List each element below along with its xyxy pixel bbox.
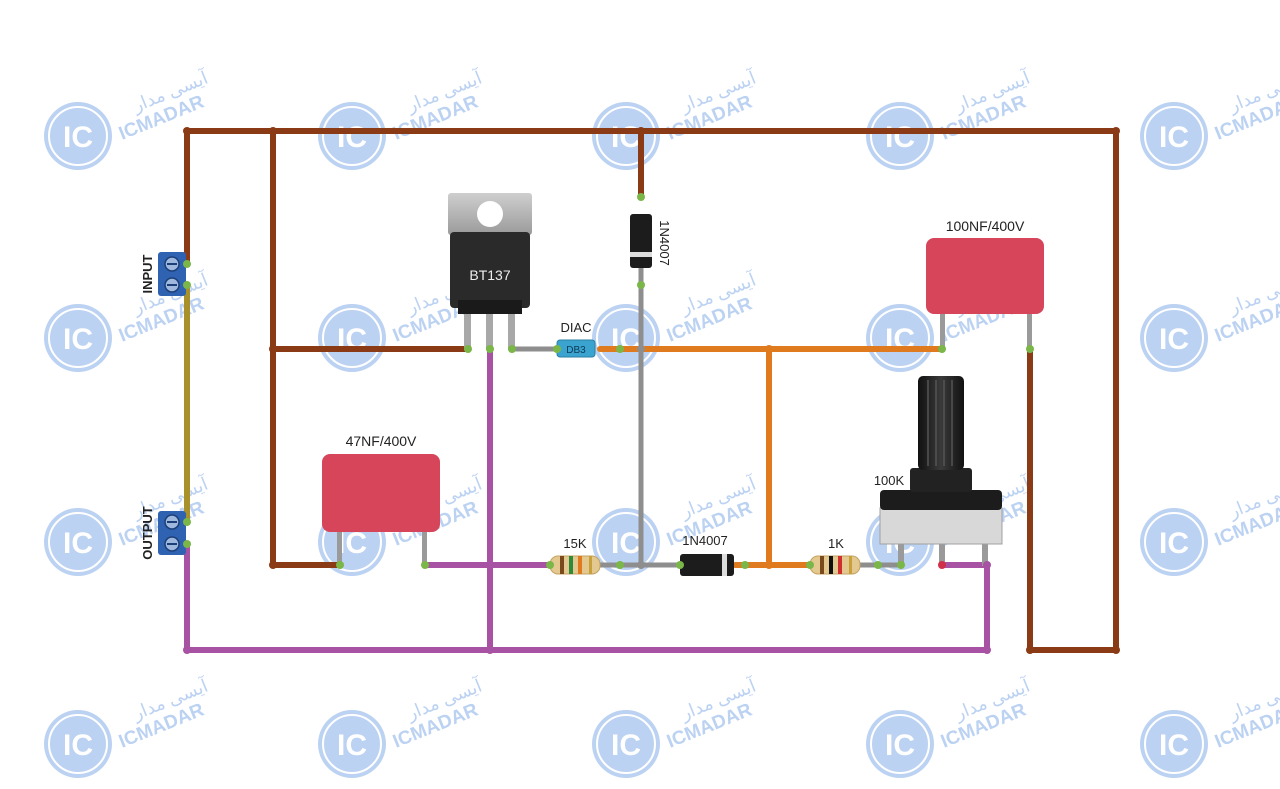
terminal-block-output[interactable]: OUTPUT bbox=[140, 506, 186, 560]
watermark-logo-text: IC bbox=[885, 121, 915, 154]
watermark-logo-text: IC bbox=[337, 729, 367, 762]
input-label: INPUT bbox=[140, 254, 155, 293]
watermark-logo-text: IC bbox=[63, 323, 93, 356]
ic-logo-icon bbox=[44, 710, 112, 778]
triac-label: BT137 bbox=[469, 267, 510, 283]
pot-label: 100K bbox=[874, 473, 905, 488]
ic-logo-icon bbox=[592, 710, 660, 778]
triac-bt137[interactable]: BT137 bbox=[448, 193, 532, 350]
resistor-1k[interactable]: 1K bbox=[809, 536, 861, 575]
output-label: OUTPUT bbox=[140, 506, 155, 560]
capacitor-body bbox=[926, 238, 1044, 314]
watermark-logo-text: IC bbox=[63, 527, 93, 560]
diode-top-label: 1N4007 bbox=[657, 220, 672, 266]
pot-knob bbox=[918, 376, 964, 470]
ic-logo-icon bbox=[318, 710, 386, 778]
pot-bushing bbox=[880, 490, 1002, 510]
resistor-body bbox=[549, 555, 601, 575]
diac-body-label: DB3 bbox=[566, 345, 586, 356]
ic-logo-icon bbox=[866, 710, 934, 778]
ic-logo-icon bbox=[1140, 304, 1208, 372]
ic-logo-icon bbox=[1140, 102, 1208, 170]
capacitor-47nf[interactable]: 47NF/400V bbox=[322, 433, 440, 566]
diode-bottom-label: 1N4007 bbox=[682, 533, 728, 548]
potentiometer-100k[interactable]: 100K bbox=[874, 376, 1003, 566]
watermark-logo-text: IC bbox=[1159, 121, 1189, 154]
terminal-block-input[interactable]: INPUT bbox=[140, 252, 186, 296]
resistor-15k[interactable]: 15K bbox=[549, 536, 601, 575]
diode-body bbox=[680, 554, 734, 576]
junction-nodes bbox=[183, 127, 1120, 654]
pot-base bbox=[879, 507, 1003, 545]
res-15k-label: 15K bbox=[563, 536, 586, 551]
triac-body bbox=[450, 232, 530, 308]
diac-label: DIAC bbox=[560, 320, 591, 335]
cap-small-label: 47NF/400V bbox=[346, 433, 417, 449]
watermark-logo-text: IC bbox=[63, 729, 93, 762]
triac-leg bbox=[486, 300, 493, 350]
ic-logo-icon bbox=[1140, 710, 1208, 778]
diode-top-1n4007[interactable]: 1N4007 bbox=[630, 214, 672, 268]
wire-top-rail bbox=[184, 128, 1119, 653]
watermark-logo-text: IC bbox=[611, 729, 641, 762]
cap-large-label: 100NF/400V bbox=[946, 218, 1025, 234]
diode-bottom-1n4007[interactable]: 1N4007 bbox=[680, 533, 734, 576]
watermark-logo-text: IC bbox=[337, 121, 367, 154]
diode-body bbox=[630, 214, 652, 268]
capacitor-100nf[interactable]: 100NF/400V bbox=[926, 218, 1044, 350]
ic-logo-icon bbox=[866, 304, 934, 372]
diac[interactable]: DB3 DIAC bbox=[556, 320, 596, 358]
diode-cathode-band bbox=[722, 554, 727, 576]
triac-leg bbox=[464, 300, 471, 350]
ic-logo-icon bbox=[44, 508, 112, 576]
ic-logo-icon bbox=[1140, 508, 1208, 576]
watermark-logo-text: IC bbox=[1159, 527, 1189, 560]
ic-logo-icon bbox=[44, 102, 112, 170]
watermark-logo-text: IC bbox=[1159, 323, 1189, 356]
diode-cathode-band bbox=[630, 252, 652, 257]
triac-mount-hole bbox=[477, 201, 503, 227]
resistor-body bbox=[809, 555, 861, 575]
purple-wires bbox=[184, 346, 990, 653]
watermark-logo-text: IC bbox=[1159, 729, 1189, 762]
triac-leg bbox=[508, 300, 515, 350]
watermark-logo-text: IC bbox=[611, 527, 641, 560]
ic-logo-icon bbox=[318, 102, 386, 170]
ic-logo-icon bbox=[866, 102, 934, 170]
ic-logo-icon bbox=[318, 304, 386, 372]
watermark-logo-text: IC bbox=[63, 121, 93, 154]
brown-wires bbox=[184, 128, 1119, 653]
wires bbox=[184, 128, 1119, 653]
capacitor-body bbox=[322, 454, 440, 532]
ic-logo-icon bbox=[44, 304, 112, 372]
res-1k-label: 1K bbox=[828, 536, 844, 551]
watermark-logo-text: IC bbox=[611, 121, 641, 154]
watermark-logo-text: IC bbox=[885, 729, 915, 762]
